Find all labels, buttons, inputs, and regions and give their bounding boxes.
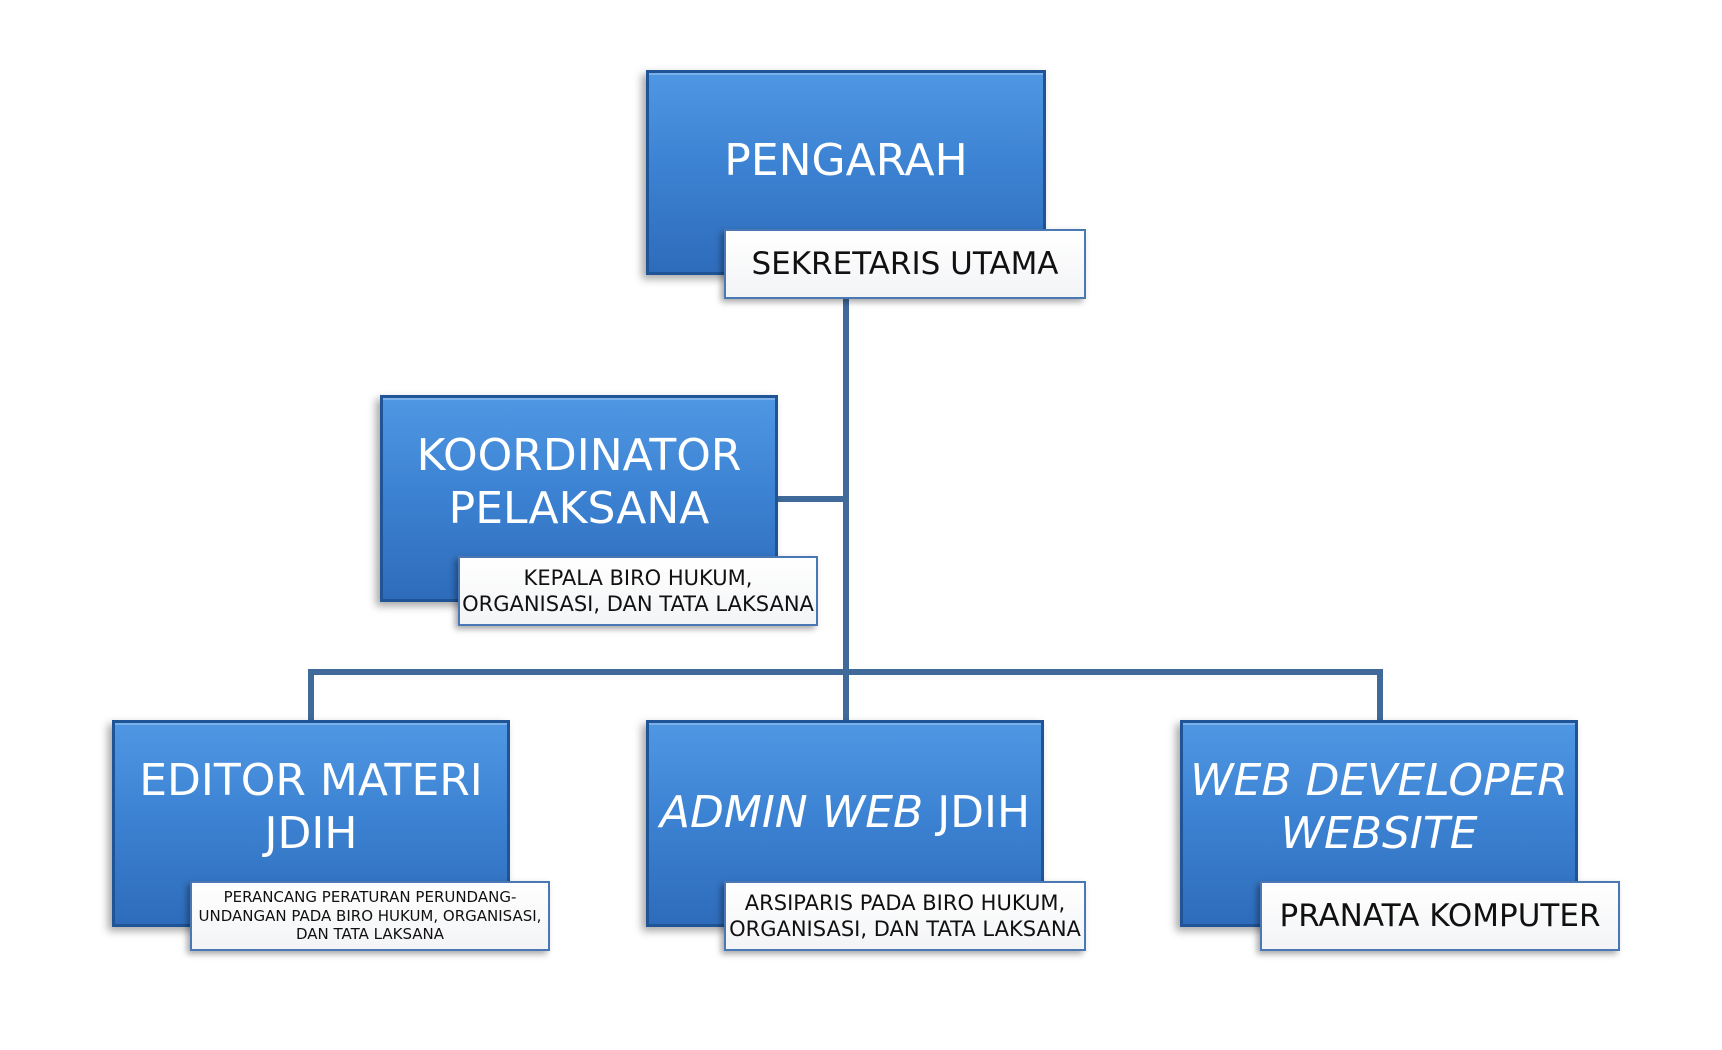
node-koordinator: KOORDINATOR PELAKSANA <box>380 395 778 602</box>
pengarah-holder-label: SEKRETARIS UTAMA <box>724 229 1086 299</box>
koordinator-holder-label: KEPALA BIRO HUKUM, ORGANISASI, DAN TATA … <box>458 556 818 626</box>
developer-holder-label: PRANATA KOMPUTER <box>1260 881 1620 951</box>
admin-title-rest: JDIH <box>923 787 1031 838</box>
koordinator-title: KOORDINATOR PELAKSANA <box>416 430 742 534</box>
editor-holder-label: PERANCANG PERATURAN PERUNDANG- UNDANGAN … <box>190 881 550 951</box>
pengarah-title: PENGARAH <box>724 135 968 186</box>
editor-title: EDITOR MATERI JDIH <box>139 755 483 859</box>
admin-title: ADMIN WEB JDIH <box>660 787 1030 840</box>
koordinator-box: KOORDINATOR PELAKSANA <box>380 395 778 602</box>
developer-title: WEB DEVELOPER WEBSITE <box>1190 755 1568 859</box>
admin-title-italic: ADMIN WEB <box>659 787 924 838</box>
admin-holder-label: ARSIPARIS PADA BIRO HUKUM, ORGANISASI, D… <box>724 881 1086 951</box>
